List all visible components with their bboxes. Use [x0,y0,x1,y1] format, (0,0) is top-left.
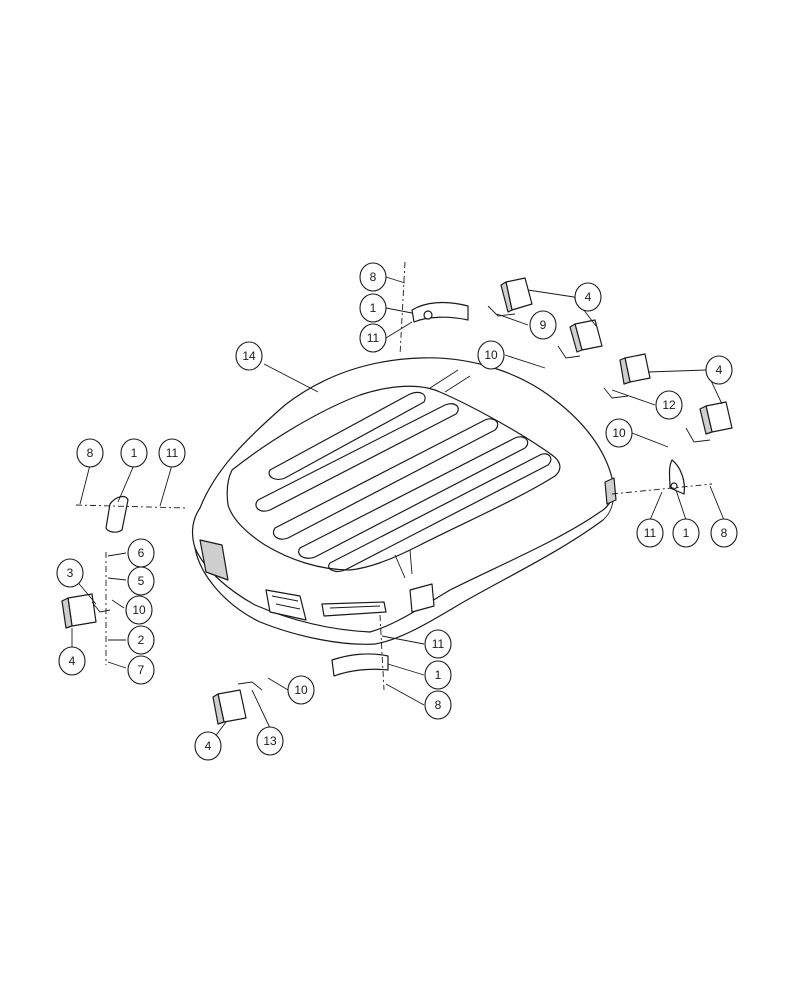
callout-label: 10 [484,348,498,362]
callout-label: 11 [367,331,380,345]
callout-6: 6 [127,538,155,568]
callout-circle [127,655,155,685]
callout-11-top: 11 [359,323,387,353]
callout-label: 10 [294,683,308,697]
callout-label: 13 [263,734,277,748]
callout-4-left: 4 [58,646,86,676]
callout-label: 4 [205,739,212,753]
callout-circle [235,341,263,371]
callout-circle [256,726,284,756]
callout-label: 4 [585,290,592,304]
callout-4-top-a: 4 [574,282,602,312]
callout-11-left: 11 [158,438,186,468]
callout-8-bottom: 8 [424,690,452,720]
callout-circle [529,310,557,340]
callout-11-right: 11 [636,518,664,548]
callout-label: 8 [435,698,442,712]
callout-4-right: 4 [705,355,733,385]
right-lamps [603,353,733,443]
callout-label: 1 [370,301,377,315]
callout-label: 5 [138,574,145,588]
cab-roof [191,357,617,645]
callout-circle [76,438,104,468]
callout-circle [127,625,155,655]
callout-circle [58,646,86,676]
right-side-work-light [611,459,713,495]
callout-label: 4 [69,654,76,668]
left-lamp-assembly [61,552,111,665]
callout-1-right: 1 [672,518,700,548]
callout-circle [424,660,452,690]
callout-11-bottom: 11 [424,629,452,659]
callout-label: 7 [138,663,145,677]
callout-14: 14 [235,341,263,371]
callout-10-top: 10 [477,340,505,370]
callout-10-right: 10 [605,418,633,448]
callout-10-left: 10 [125,595,153,625]
callout-circle [359,293,387,323]
callout-circle [120,438,148,468]
leader-lines [69,276,725,747]
callout-8-top: 8 [359,262,387,292]
callout-label: 10 [132,603,146,617]
bottom-center-work-light [331,614,389,691]
callout-label: 11 [644,526,657,540]
callout-label: 8 [721,526,728,540]
callout-circle [56,558,84,588]
callout-circle [287,675,315,705]
callout-label: 1 [683,526,690,540]
callout-circle [477,340,505,370]
callout-circle [194,731,222,761]
callout-circle [636,518,664,548]
callout-circle [125,595,153,625]
callout-label: 4 [716,363,723,377]
callout-12: 12 [655,390,683,420]
callout-9: 9 [529,310,557,340]
callout-2: 2 [127,625,155,655]
callout-label: 9 [540,318,547,332]
callout-label: 12 [662,398,676,412]
callout-circle [574,282,602,312]
callout-circle [158,438,186,468]
callout-1-top: 1 [359,293,387,323]
callout-label: 11 [166,446,179,460]
top-right-lamps [487,277,603,359]
callout-8-left: 8 [76,438,104,468]
callout-circle [710,518,738,548]
callout-circle [359,323,387,353]
callout-circle [424,690,452,720]
callout-circle [705,355,733,385]
callout-circle [605,418,633,448]
callout-1-left: 1 [120,438,148,468]
callout-label: 2 [138,633,145,647]
left-side-work-light [75,495,186,533]
callout-4-bottom: 4 [194,731,222,761]
callout-circle [424,629,452,659]
callout-circle [127,566,155,596]
callout-label: 3 [67,566,74,580]
callout-label: 8 [87,446,94,460]
top-center-work-light [399,261,469,356]
callout-label: 11 [432,637,445,651]
callout-circle [359,262,387,292]
bottom-left-lamp [212,681,263,725]
callout-label: 1 [131,446,138,460]
callout-3: 3 [56,558,84,588]
callout-8-right: 8 [710,518,738,548]
callout-label: 8 [370,270,377,284]
callout-5: 5 [127,566,155,596]
callout-13: 13 [256,726,284,756]
callout-label: 14 [242,349,256,363]
callout-label: 1 [435,668,442,682]
callout-10-bottom: 10 [287,675,315,705]
callout-circle [672,518,700,548]
callout-1-bottom: 1 [424,660,452,690]
callout-7: 7 [127,655,155,685]
callout-circle [655,390,683,420]
callout-label: 10 [612,426,626,440]
callout-label: 6 [138,546,145,560]
